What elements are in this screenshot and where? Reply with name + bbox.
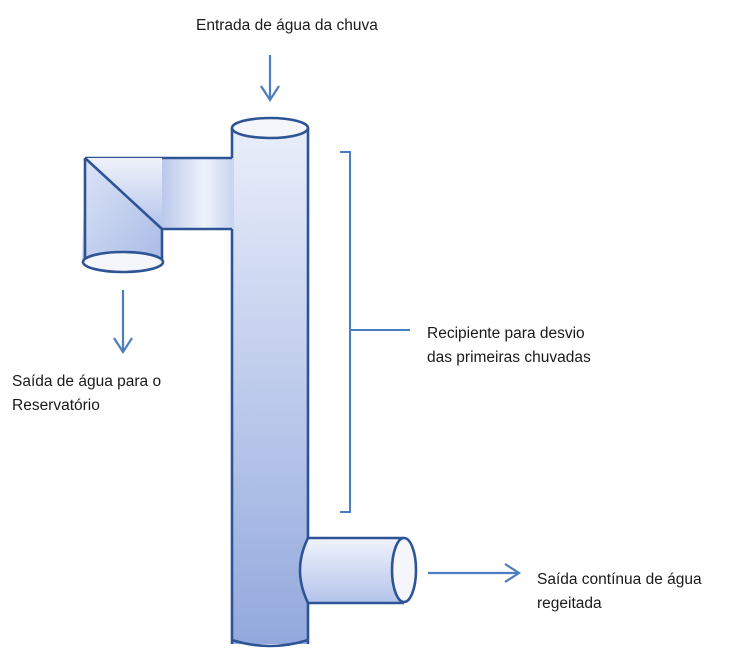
first-flush-label: Recipiente para desvio das primeiras chu… <box>427 322 591 370</box>
inlet-label: Entrada de água da chuva <box>196 17 378 34</box>
first-flush-label-line-1: Recipiente para desvio <box>427 325 585 342</box>
rejected-outlet-arrow <box>428 563 522 583</box>
inlet-arrow <box>260 55 280 103</box>
top-inlet-opening <box>230 116 310 140</box>
side-outlet-pipe <box>308 538 404 603</box>
rejected-outlet-label: Saída contínua de água regeitada <box>537 568 702 616</box>
rejected-outlet-label-line-2: regeitada <box>537 595 602 612</box>
vertical-pipe-bottom <box>231 638 309 648</box>
reservoir-outlet-label-line-2: Reservatório <box>12 397 100 414</box>
horizontal-connector-pipe <box>160 158 234 229</box>
elbow-box <box>82 158 162 262</box>
vertical-pipe <box>232 128 308 644</box>
elbow-diagonal <box>84 157 163 230</box>
first-flush-label-line-2: das primeiras chuvadas <box>427 349 591 366</box>
reservoir-outlet-arrow <box>113 290 133 355</box>
reservoir-outlet-label-line-1: Saída de água para o <box>12 373 162 390</box>
elbow-box-outline <box>83 158 164 262</box>
side-outlet-cap <box>298 537 310 604</box>
reservoir-outlet-label: Saída de água para o Reservatório <box>12 370 161 418</box>
first-flush-bracket <box>340 151 410 513</box>
side-outlet-opening <box>390 536 418 604</box>
rejected-outlet-label-line-1: Saída contínua de água <box>537 571 702 588</box>
elbow-outlet-opening <box>81 250 165 274</box>
